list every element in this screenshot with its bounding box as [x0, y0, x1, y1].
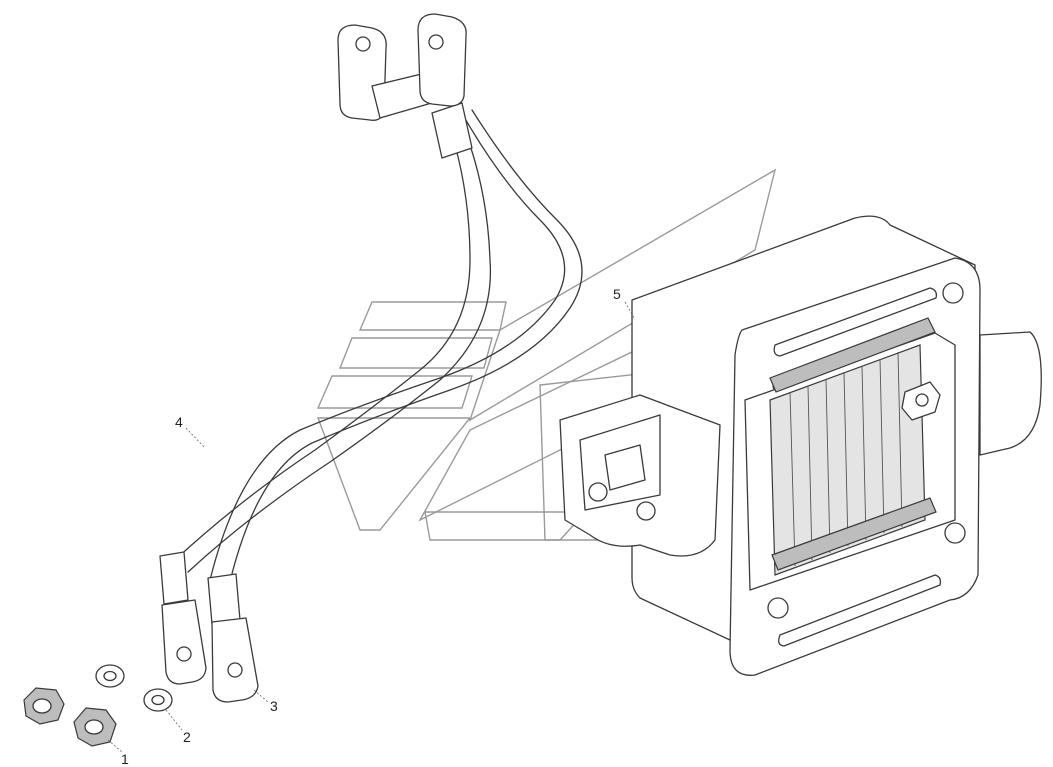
leader-1	[107, 739, 123, 753]
callout-2: 2	[183, 729, 191, 745]
callout-3: 3	[270, 698, 278, 714]
callout-5: 5	[613, 286, 621, 302]
leader-3	[253, 689, 269, 703]
part-4-cable-assembly	[159, 13, 583, 703]
leader-5	[624, 301, 635, 319]
part-5-regulator-block	[559, 215, 1042, 676]
leader-2	[165, 709, 183, 731]
part-1-hex-nuts	[23, 687, 117, 747]
callout-4: 4	[175, 414, 183, 430]
part-2-lock-washers	[95, 664, 173, 712]
leader-4	[185, 427, 206, 449]
callout-1: 1	[121, 751, 129, 767]
